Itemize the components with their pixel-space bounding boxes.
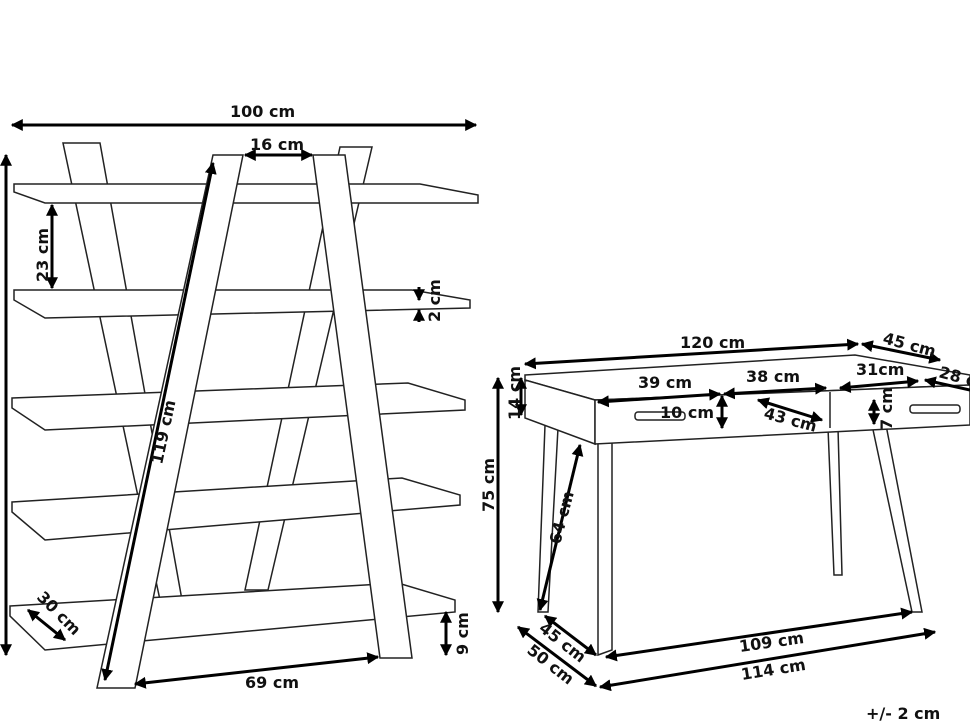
dim-desk-width: 120 cm [680, 333, 745, 352]
front-right-leg [312, 154, 413, 659]
dim-shelf-width: 100 cm [230, 102, 295, 121]
dim-inner-width: 109 cm [738, 628, 805, 656]
dim-desk-height: 75 cm [479, 458, 498, 512]
desk-leg [597, 439, 613, 657]
dim-drawer3-width: 31cm [856, 360, 904, 379]
tolerance-note: +/- 2 cm [866, 704, 940, 723]
dim-drawer1-width: 39 cm [638, 373, 692, 392]
dim-drawer3-height: 7 cm [877, 387, 896, 430]
shelf-board [13, 289, 471, 319]
shelf-board [11, 382, 466, 431]
dim-outer-width: 114 cm [740, 655, 807, 684]
dim-clearance: 9 cm [453, 612, 472, 655]
desk-leg [827, 427, 843, 576]
desk-leg [871, 424, 923, 613]
dim-shelf-thickness: 2 cm [425, 279, 444, 322]
desk [524, 354, 970, 657]
dim-shelf-spacing: 23 cm [33, 228, 52, 282]
dim-shelf-gap: 16 cm [250, 135, 304, 154]
drawer-handle [634, 411, 686, 421]
ladder-shelf [9, 142, 479, 689]
drawer-handle [909, 404, 961, 414]
dim-base-width: 69 cm [245, 673, 299, 692]
dim-desk-depth: 45 cm [881, 329, 938, 361]
dim-apron-height: 14 cm [505, 366, 524, 420]
shelf-board [13, 183, 479, 204]
dim-drawer2-width: 38 cm [746, 367, 800, 386]
dim-drawer-height: 10 cm [660, 403, 714, 422]
